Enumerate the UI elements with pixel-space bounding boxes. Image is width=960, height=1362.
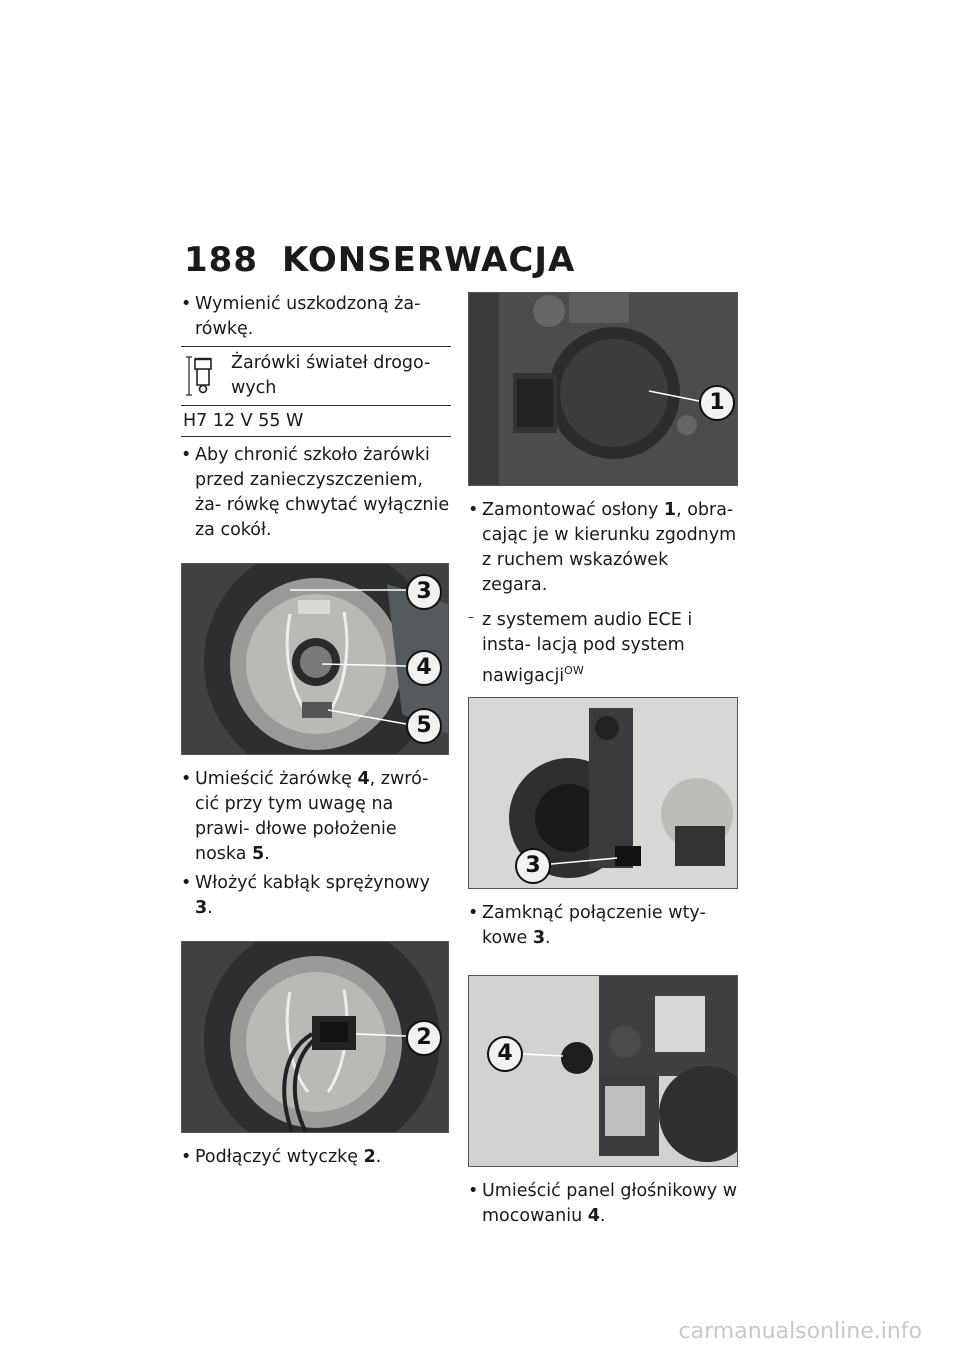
callout-4-speaker: 4 <box>487 1035 523 1072</box>
photo-cover: 1 <box>468 292 738 486</box>
step-hold-bulb: Aby chronić szkoło żarówki przed zaniecz… <box>181 443 451 543</box>
section-title: KONSERWACJA <box>282 240 576 280</box>
photo-connector: 3 <box>468 696 738 889</box>
photo-bulb-spring: 3 4 5 <box>181 563 449 755</box>
step-place-speaker-panel: Umieścić panel głośnikowy w mocowaniu 4. <box>468 1179 738 1229</box>
spec-title: Żarówki świateł drogo- wych <box>231 353 431 398</box>
page-number: 188 <box>184 240 258 280</box>
spec-table: Żarówki świateł drogo- wych H7 12 V 55 W <box>181 346 451 437</box>
step-close-connector: Zamknąć połączenie wty- kowe 3. <box>468 901 738 951</box>
step-place-bulb: Umieścić żarówkę 4, zwró- cić przy tym u… <box>181 767 451 867</box>
step-mount-covers: Zamontować osłony 1, obra- cając je w ki… <box>468 498 738 598</box>
right-column: 1 Zamontować osłony 1, obra- cając je w … <box>468 292 738 1233</box>
callout-1: 1 <box>699 385 735 421</box>
spec-header: Żarówki świateł drogo- wych <box>181 347 451 406</box>
step-connect-plug: Podłączyć wtyczkę 2. <box>181 1145 451 1170</box>
watermark: carmanualsonline.info <box>678 1319 922 1344</box>
page-header: 188 KONSERWACJA <box>184 240 575 280</box>
step-replace-bulb: Wymienić uszkodzoną ża- rówkę. <box>181 292 451 342</box>
photo-plug: 2 <box>181 941 449 1133</box>
photo-speaker-panel: 4 <box>468 974 738 1167</box>
bulb-spec-icon <box>181 351 231 399</box>
spec-value: H7 12 V 55 W <box>183 411 304 431</box>
variant-audio-ece: z systemem audio ECE i insta- lacją pod … <box>468 605 738 689</box>
callout-3: 3 <box>406 574 442 610</box>
callout-5: 5 <box>406 708 442 744</box>
callout-3-connector: 3 <box>515 847 551 884</box>
callout-2: 2 <box>406 1020 442 1056</box>
step-insert-spring: Włożyć kabłąk sprężynowy 3. <box>181 871 451 921</box>
callout-4: 4 <box>406 650 442 686</box>
left-column: Wymienić uszkodzoną ża- rówkę. Żarówki ś… <box>181 292 451 1174</box>
